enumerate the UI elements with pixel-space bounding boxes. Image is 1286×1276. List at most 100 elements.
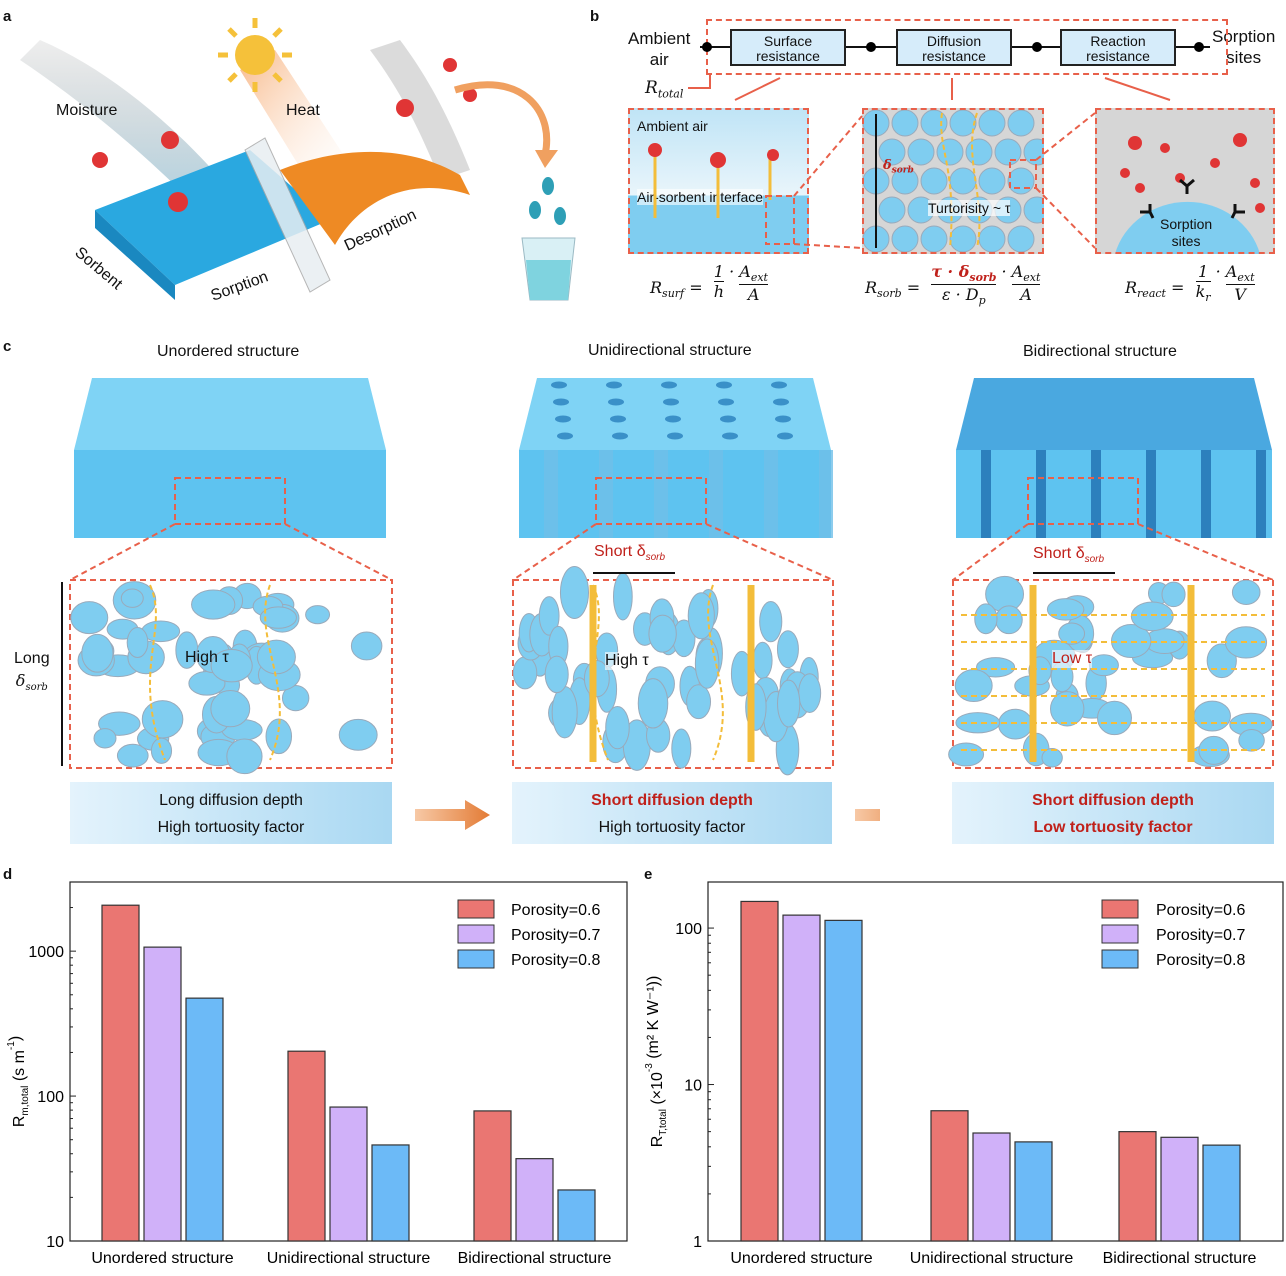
zoom-line — [512, 523, 597, 581]
panel-label-e: e — [644, 866, 653, 883]
panel-label-a: a — [3, 8, 12, 25]
pore-particle — [81, 633, 114, 673]
channel-hole — [773, 398, 789, 406]
bar-porosity-0-6 — [101, 904, 140, 1242]
legend-swatch — [1101, 949, 1139, 969]
short-delta-label-1: Short δsorb — [594, 543, 666, 564]
block-top — [519, 378, 831, 450]
bar-porosity-0-7 — [329, 1106, 368, 1242]
desorption-wisps — [370, 40, 470, 180]
legend-swatch — [457, 924, 495, 944]
channel-hole — [663, 398, 679, 406]
panel-label-b: b — [590, 8, 600, 25]
interface-label: Air-sorbent interface — [637, 189, 764, 205]
channel — [1256, 450, 1266, 538]
pore-particle — [210, 690, 251, 728]
pore-particle — [259, 606, 297, 629]
sorbent-side — [95, 210, 175, 300]
channel-hole — [610, 415, 626, 423]
bar-porosity-0-7 — [972, 1132, 1011, 1242]
pore-particle — [538, 596, 560, 636]
channel-hole — [777, 432, 793, 440]
particle — [949, 109, 977, 137]
bar-porosity-0-7 — [782, 914, 821, 1242]
pore-particle — [995, 605, 1023, 635]
pore-particle — [637, 678, 669, 729]
pore-particle — [671, 728, 692, 769]
pore-particle — [1046, 598, 1085, 621]
channel-hole — [667, 432, 683, 440]
panel-label-c: c — [3, 338, 12, 355]
title-unidirectional: Unidirectional structure — [588, 342, 752, 359]
pore-particle — [1049, 691, 1085, 727]
diffusion-zoom-border — [862, 108, 1044, 254]
channel — [709, 450, 723, 538]
tortuosity-label: Turtorisity ~ τ — [928, 200, 1011, 216]
bar-porosity-0-8 — [371, 1144, 410, 1242]
particle — [891, 109, 919, 137]
title-unordered: Unordered structure — [157, 343, 300, 360]
pore-particle — [559, 566, 590, 619]
channel-hole — [555, 415, 571, 423]
pore-particle — [752, 641, 773, 680]
pore-particle — [226, 738, 263, 775]
pore-particle — [210, 648, 253, 683]
channel-hole — [775, 415, 791, 423]
channel-hole — [551, 381, 567, 389]
sorption-desorption-illustration — [20, 18, 576, 301]
pore-particle — [1161, 581, 1186, 608]
x-tick-label: Unordered structure — [91, 1250, 233, 1267]
sun-icon — [218, 18, 292, 92]
separator-plate — [244, 137, 331, 293]
pore-particle — [798, 673, 822, 713]
r-total-label: Rtotal — [645, 78, 684, 101]
b-pointer-arrows — [688, 74, 1171, 101]
label-moisture: Moisture — [56, 102, 118, 119]
y-tick-label: 10 — [684, 1078, 702, 1095]
curved-arrow-icon — [453, 81, 551, 156]
pore-particle — [1193, 700, 1231, 732]
channel — [981, 450, 991, 538]
title-bidirectional: Bidirectional structure — [1023, 343, 1177, 360]
arrow-right-icon — [855, 809, 880, 821]
bar-porosity-0-7 — [143, 946, 182, 1242]
zoom-region — [174, 477, 286, 525]
legend-label: Porosity=0.8 — [511, 952, 600, 969]
legend-label: Porosity=0.6 — [1156, 902, 1245, 919]
pore-particle — [191, 589, 236, 620]
legend-swatch — [457, 949, 495, 969]
pore-particle — [955, 712, 1001, 734]
pore-particle — [1130, 601, 1174, 632]
label-heat: Heat — [286, 102, 320, 119]
pore-particle — [1238, 729, 1265, 752]
y-tick-label: 1000 — [28, 944, 64, 961]
particle — [878, 138, 906, 166]
legend-label: Porosity=0.7 — [1156, 927, 1245, 944]
channel — [1201, 450, 1211, 538]
bar-porosity-0-7 — [515, 1158, 554, 1242]
arrow-right-icon — [415, 800, 490, 830]
particle — [1007, 109, 1035, 137]
pore-particle — [776, 630, 799, 669]
legend-label: Porosity=0.6 — [511, 902, 600, 919]
particle — [891, 167, 919, 195]
bar-porosity-0-8 — [1014, 1141, 1053, 1242]
channel — [819, 450, 833, 538]
x-tick-label: Unidirectional structure — [267, 1250, 431, 1267]
pore-particle — [777, 679, 801, 728]
charts-d-e: 101001000Porosity=0.6Porosity=0.7Porosit… — [6, 881, 1284, 1267]
water-molecules — [92, 58, 477, 212]
pore-particle — [265, 718, 293, 755]
pore-particle — [338, 718, 378, 751]
pore-particle — [975, 657, 1016, 678]
bar-porosity-0-6 — [287, 1050, 326, 1242]
channel-hole — [716, 381, 732, 389]
channel-hole — [661, 381, 677, 389]
pore-particle — [93, 728, 117, 749]
pore-particle — [1088, 654, 1119, 677]
legend-swatch — [1101, 899, 1139, 919]
zoom-connector-lines — [765, 112, 1096, 249]
